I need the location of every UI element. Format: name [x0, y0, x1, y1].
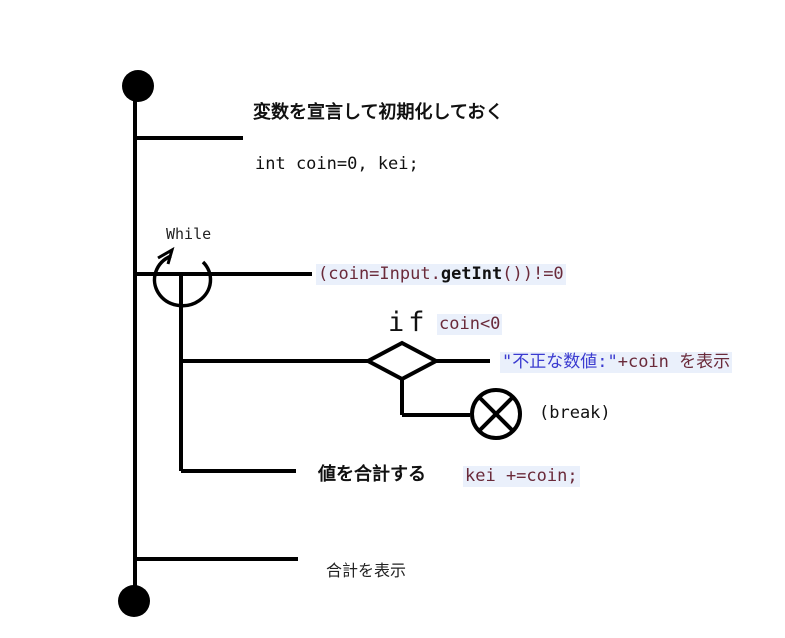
- start-node: [122, 70, 154, 102]
- while-condition-suffix: ())!=0: [502, 264, 564, 284]
- loop-arrowhead-icon: [157, 246, 175, 265]
- if-diamond-icon: [363, 340, 441, 382]
- display-total-label: 合計を表示: [326, 561, 407, 580]
- while-condition: (coin=Input.getInt())!=0: [316, 264, 566, 285]
- break-label: (break): [539, 403, 611, 423]
- loop-arc-icon: [152, 254, 213, 308]
- error-concat: +coin: [617, 352, 669, 372]
- if-condition: coin<0: [437, 314, 503, 335]
- while-label: While: [166, 225, 212, 243]
- end-node: [118, 585, 150, 617]
- while-condition-prefix: (coin=Input.: [318, 264, 441, 284]
- error-string: "不正な数値:": [502, 352, 618, 372]
- declare-heading: 変数を宣言して初期化しておく: [253, 102, 504, 123]
- if-keyword: if: [388, 307, 429, 338]
- break-node-icon: [470, 388, 522, 440]
- error-suffix: を表示: [668, 352, 731, 372]
- sum-code: kei +=coin;: [463, 466, 580, 487]
- while-condition-method: getInt: [440, 264, 503, 284]
- error-message: "不正な数値:"+coin を表示: [500, 352, 733, 373]
- sum-heading: 値を合計する: [318, 464, 426, 485]
- declare-code: int coin=0, kei;: [255, 154, 419, 174]
